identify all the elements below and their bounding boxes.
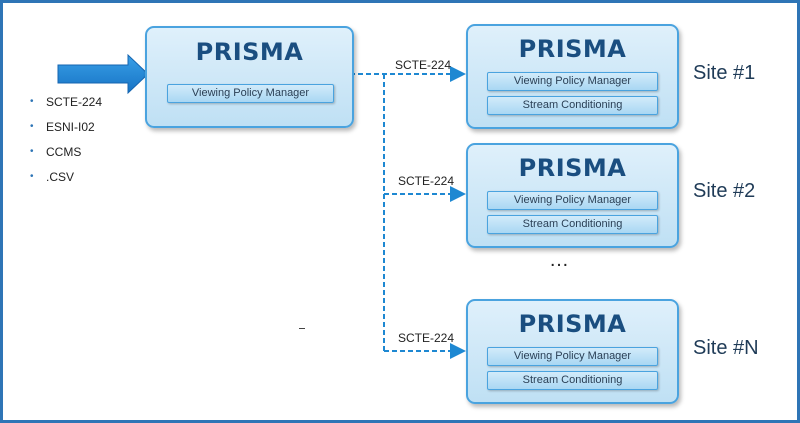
bullet-icon: • — [30, 146, 34, 157]
site-1-stream-conditioning: Stream Conditioning — [487, 96, 658, 115]
input-format-list: •SCTE-224 •ESNI-I02 •CCMS •.CSV — [28, 94, 102, 194]
more-sites-ellipsis: … — [549, 249, 570, 271]
site-n-label: Site #N — [693, 337, 759, 359]
link-label-site-1: SCTE-224 — [395, 58, 452, 72]
bullet-icon: • — [30, 171, 34, 182]
hub-prisma-box: PRISMA Viewing Policy Manager — [145, 26, 354, 128]
list-item: •CCMS — [30, 145, 82, 159]
input-arrow — [57, 53, 149, 95]
list-item: •SCTE-224 — [30, 95, 103, 109]
list-item: •.CSV — [30, 170, 75, 184]
site-n-title: PRISMA — [518, 310, 627, 338]
site-2-title: PRISMA — [518, 154, 627, 182]
site-1-viewing-policy-manager: Viewing Policy Manager — [487, 72, 658, 91]
site-n-stream-conditioning: Stream Conditioning — [487, 371, 658, 390]
stray-mark — [299, 328, 305, 329]
site-2-stream-conditioning: Stream Conditioning — [487, 215, 658, 234]
link-label-site-2: SCTE-224 — [398, 174, 455, 188]
link-label-site-n: SCTE-224 — [398, 331, 455, 345]
site-1-title: PRISMA — [518, 35, 627, 63]
site-2-viewing-policy-manager: Viewing Policy Manager — [487, 191, 658, 210]
list-item: •ESNI-I02 — [30, 120, 95, 134]
bullet-icon: • — [30, 121, 34, 132]
site-n-viewing-policy-manager: Viewing Policy Manager — [487, 347, 658, 366]
site-2-label: Site #2 — [693, 180, 756, 202]
site-n-prisma-box: PRISMA Viewing Policy Manager Stream Con… — [466, 299, 679, 404]
hub-title: PRISMA — [195, 38, 304, 66]
hub-viewing-policy-manager: Viewing Policy Manager — [167, 84, 334, 103]
bullet-icon: • — [30, 96, 34, 107]
site-1-label: Site #1 — [693, 62, 756, 84]
site-2-prisma-box: PRISMA Viewing Policy Manager Stream Con… — [466, 143, 679, 248]
site-1-prisma-box: PRISMA Viewing Policy Manager Stream Con… — [466, 24, 679, 129]
